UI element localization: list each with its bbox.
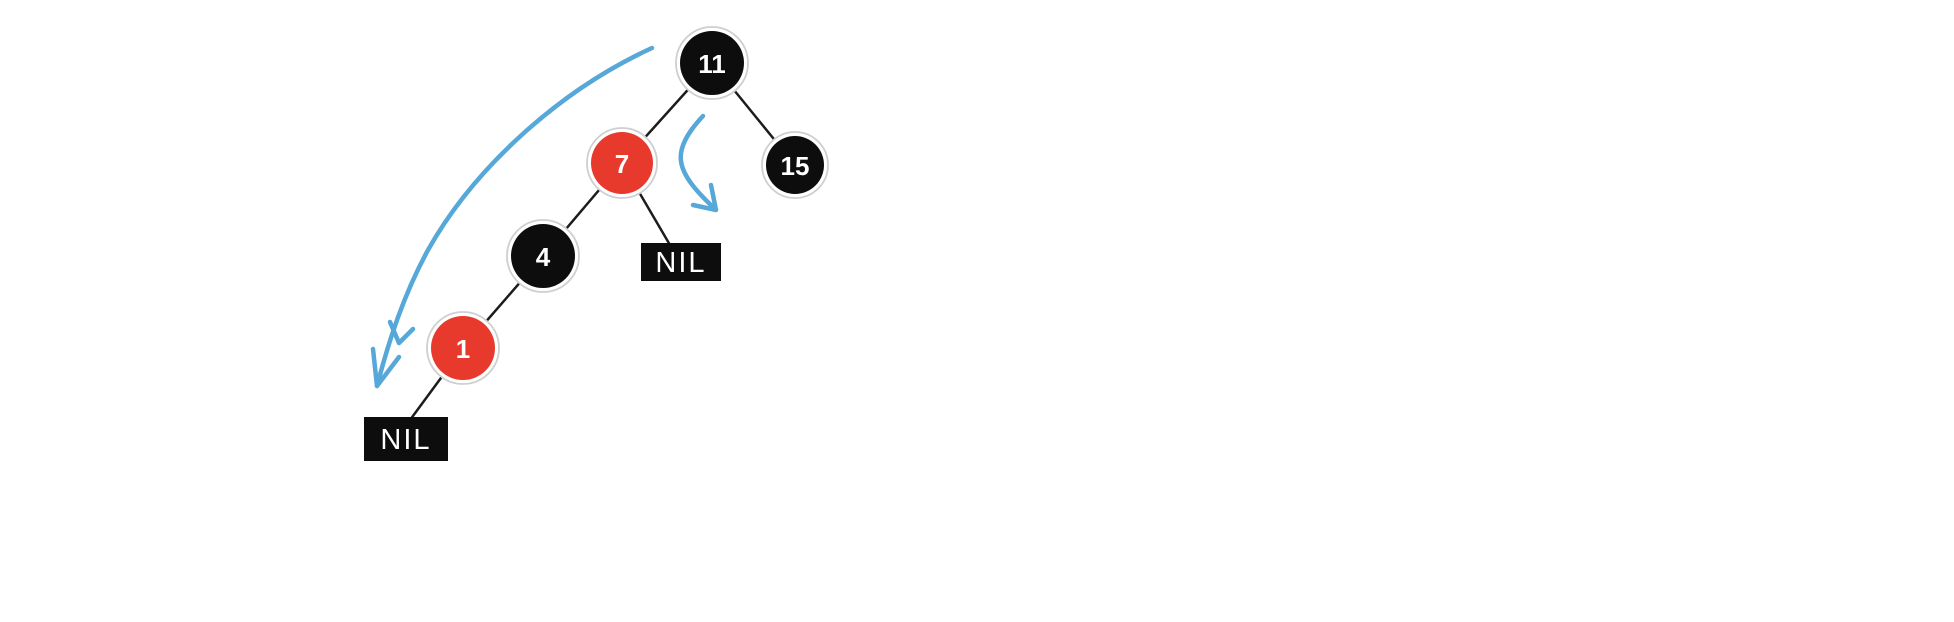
- long-curve-arrow-head: [370, 346, 402, 389]
- tree-node-15: 15: [761, 131, 829, 199]
- tree-node-1: 1: [426, 311, 500, 385]
- long-curve-arrow-tick: [387, 319, 416, 346]
- nil-node-left-of-1: NIL: [364, 417, 448, 461]
- node-value: 1: [456, 334, 470, 364]
- node-circle: [766, 136, 824, 194]
- node-circle: [511, 224, 575, 288]
- node-circle: [680, 31, 744, 95]
- node-value: 15: [781, 151, 810, 181]
- tree-node-7: 7: [586, 127, 658, 199]
- node-circle: [431, 316, 495, 380]
- node-circle: [591, 132, 653, 194]
- node-value: 11: [698, 49, 726, 79]
- nil-box: [364, 417, 448, 461]
- node-value: 7: [615, 149, 629, 179]
- tree-node-11: 11: [675, 26, 749, 100]
- short-arrow-shaft: [678, 113, 718, 212]
- long-curve-arrow-shaft: [374, 45, 655, 389]
- nil-node-right-of-7: NIL: [641, 243, 721, 281]
- nil-label: NIL: [380, 424, 431, 456]
- nil-label: NIL: [655, 247, 706, 279]
- short-arrow-head: [690, 182, 719, 213]
- node-value: 4: [536, 242, 551, 272]
- nil-box: [641, 243, 721, 281]
- tree-node-4: 4: [506, 219, 580, 293]
- hand-drawn-annotations: [370, 45, 719, 389]
